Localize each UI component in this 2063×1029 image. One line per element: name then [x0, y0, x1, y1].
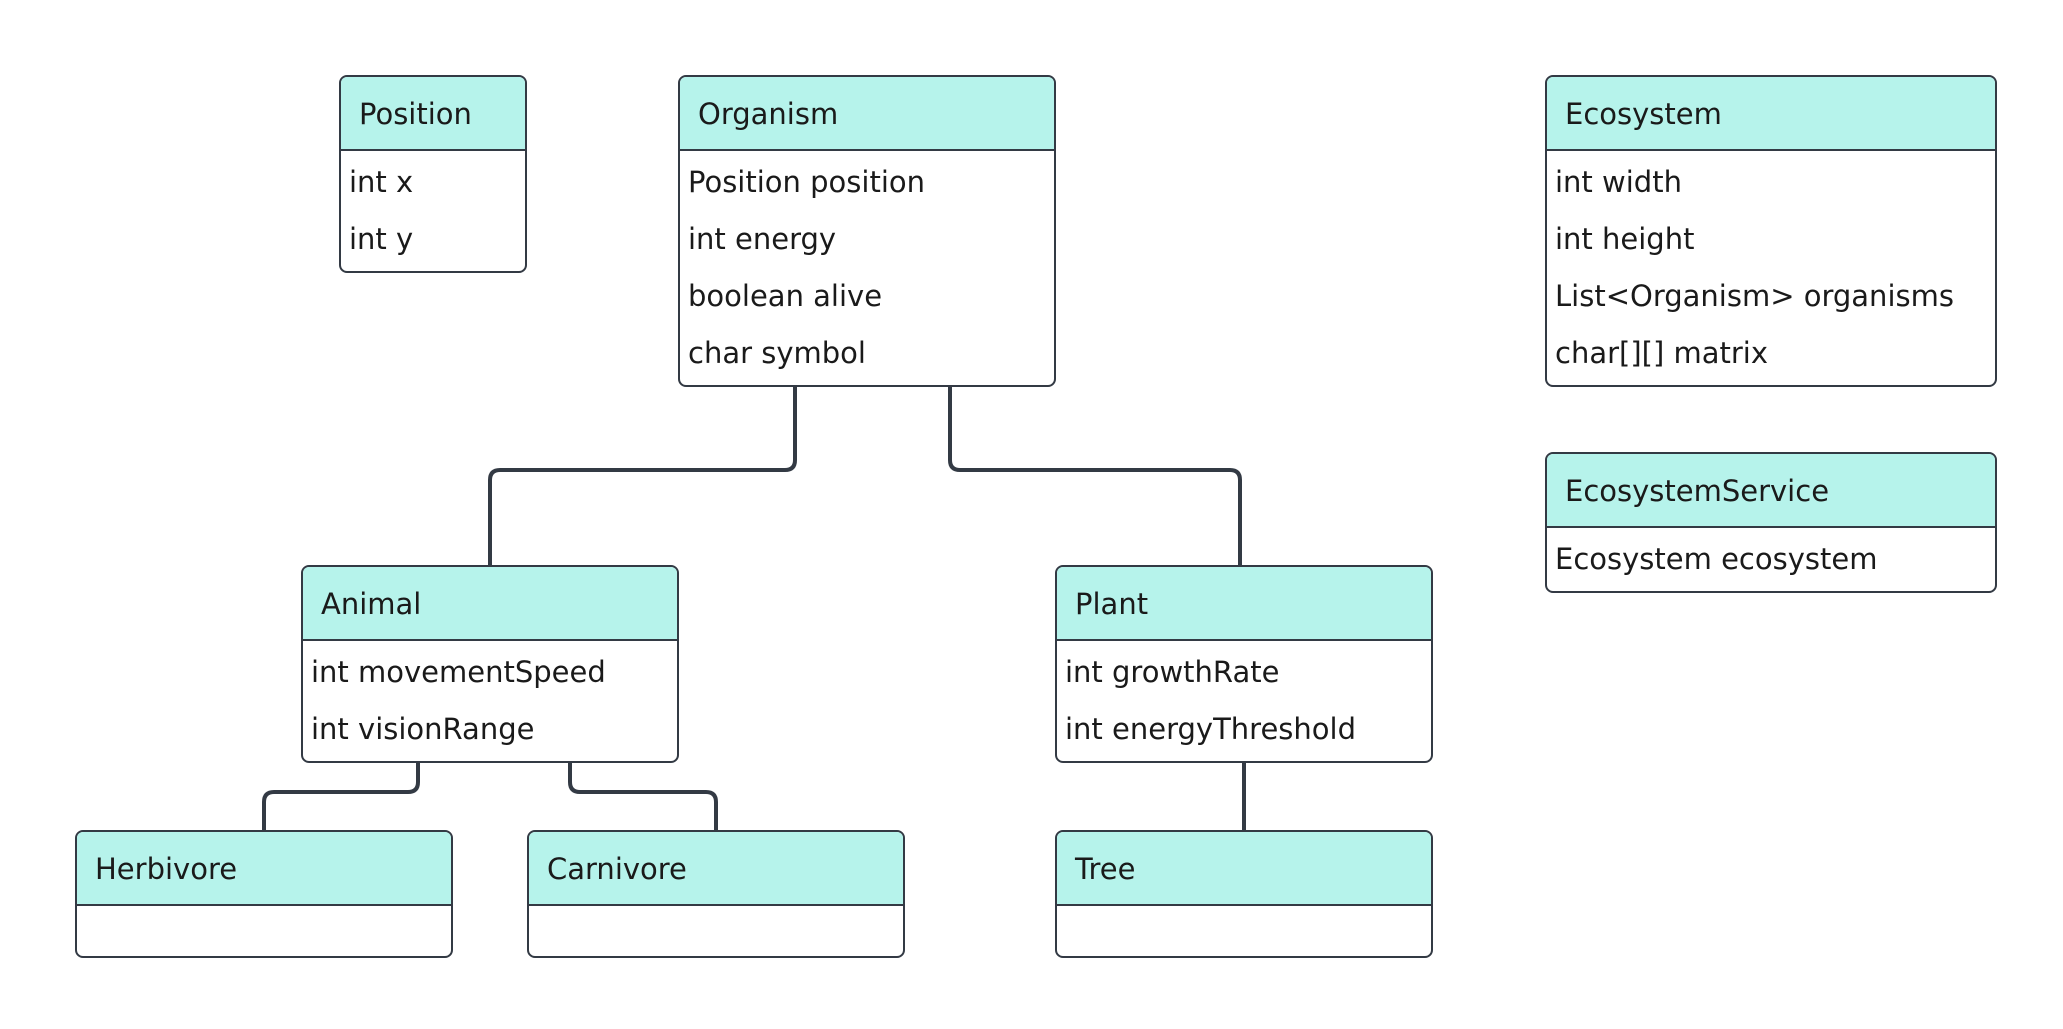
class-organism: Organism Position position int energy bo…	[678, 75, 1056, 387]
attribute: boolean alive	[688, 279, 883, 313]
attribute-list: int x int y	[341, 151, 525, 271]
class-name: Position	[341, 77, 525, 151]
attribute: char symbol	[688, 336, 866, 370]
attribute: int energyThreshold	[1065, 712, 1356, 746]
class-name: Plant	[1057, 567, 1431, 641]
relation-organism-animal	[488, 380, 797, 565]
relation-animal-carnivore	[568, 755, 718, 830]
class-herbivore: Herbivore	[75, 830, 453, 958]
attribute: int height	[1555, 222, 1695, 256]
class-animal: Animal int movementSpeed int visionRange	[301, 565, 679, 763]
attribute-list	[529, 906, 903, 956]
attribute: int width	[1555, 165, 1682, 199]
attribute: Ecosystem ecosystem	[1555, 542, 1878, 576]
attribute: int movementSpeed	[311, 655, 606, 689]
attribute-list	[77, 906, 451, 956]
attribute-list: int movementSpeed int visionRange	[303, 641, 677, 761]
attribute-list: Ecosystem ecosystem	[1547, 528, 1995, 591]
class-name: Herbivore	[77, 832, 451, 906]
attribute-list: int width int height List<Organism> orga…	[1547, 151, 1995, 385]
class-carnivore: Carnivore	[527, 830, 905, 958]
class-name: Animal	[303, 567, 677, 641]
class-name: Carnivore	[529, 832, 903, 906]
attribute: int x	[349, 165, 414, 199]
class-ecosystem-service: EcosystemService Ecosystem ecosystem	[1545, 452, 1997, 593]
class-position: Position int x int y	[339, 75, 527, 273]
attribute: int growthRate	[1065, 655, 1280, 689]
relation-organism-plant	[948, 380, 1242, 565]
attribute-list	[1057, 906, 1431, 956]
class-tree: Tree	[1055, 830, 1433, 958]
class-name: Tree	[1057, 832, 1431, 906]
attribute: int y	[349, 222, 414, 256]
relation-animal-herbivore	[262, 755, 420, 830]
attribute: char[][] matrix	[1555, 336, 1769, 370]
class-name: Organism	[680, 77, 1054, 151]
attribute: List<Organism> organisms	[1555, 279, 1954, 313]
class-plant: Plant int growthRate int energyThreshold	[1055, 565, 1433, 763]
attribute: int energy	[688, 222, 837, 256]
class-ecosystem: Ecosystem int width int height List<Orga…	[1545, 75, 1997, 387]
class-name: Ecosystem	[1547, 77, 1995, 151]
attribute-list: int growthRate int energyThreshold	[1057, 641, 1431, 761]
class-name: EcosystemService	[1547, 454, 1995, 528]
attribute: Position position	[688, 165, 925, 199]
attribute-list: Position position int energy boolean ali…	[680, 151, 1054, 385]
attribute: int visionRange	[311, 712, 535, 746]
